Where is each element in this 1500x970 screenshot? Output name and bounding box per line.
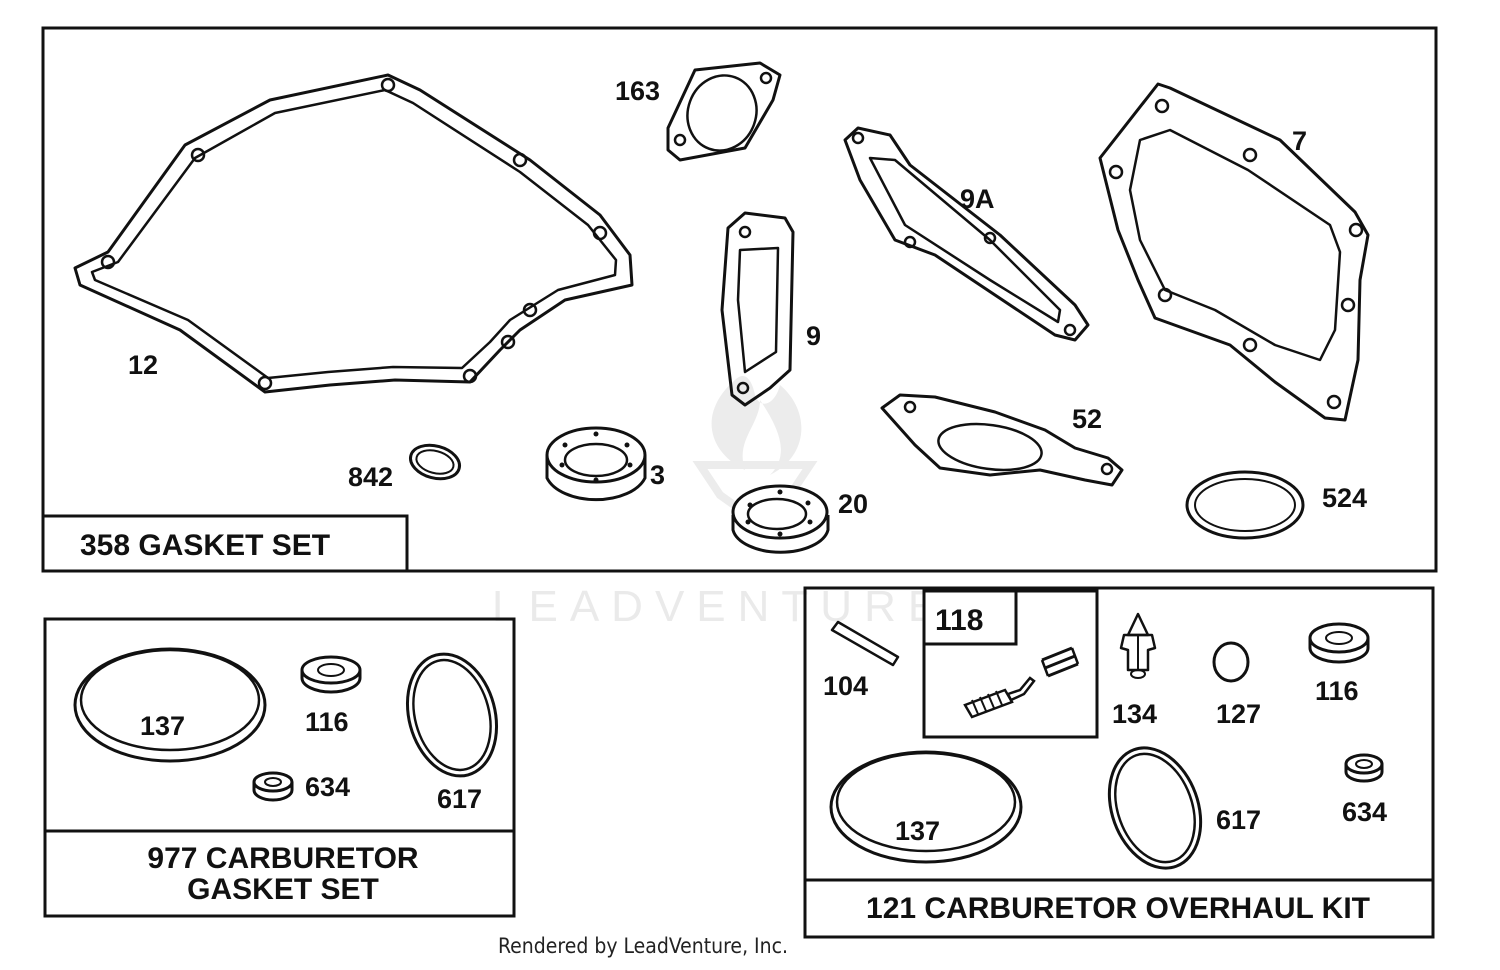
part-118-mixture-screw[interactable]	[963, 676, 1036, 719]
label-part-3: 3	[650, 460, 665, 490]
carb-gasket-set-title-line2: GASKET SET	[187, 873, 379, 906]
footer-credit: Rendered by LeadVenture, Inc.	[498, 934, 788, 958]
label-part-104: 104	[823, 671, 868, 701]
label-part-524: 524	[1322, 483, 1367, 513]
gasket-set-title: 358 GASKET SET	[80, 529, 330, 562]
part-104-pin[interactable]	[830, 620, 900, 667]
label-part-634-a: 634	[305, 772, 350, 802]
part-9a-gasket[interactable]	[843, 126, 1090, 342]
part-842-ring[interactable]	[407, 440, 464, 484]
label-part-617-a: 617	[437, 784, 482, 814]
part-134-float-needle[interactable]	[1119, 612, 1157, 679]
part-118-spring[interactable]	[1040, 646, 1080, 678]
carb-gasket-set-panel: 977 CARBURETOR GASKET SET 137 116 634 61…	[43, 617, 516, 918]
part-20-oil-seal[interactable]	[731, 484, 830, 554]
part-617-gasket[interactable]	[394, 644, 509, 786]
carb-gasket-set-title-line1: 977 CARBURETOR	[147, 842, 419, 875]
label-part-7: 7	[1292, 126, 1307, 156]
label-part-20: 20	[838, 489, 868, 519]
carb-overhaul-kit-panel: 121 CARBURETOR OVERHAUL KIT 118 104	[803, 586, 1435, 939]
part-617-gasket-kit[interactable]	[1093, 735, 1216, 881]
part-127-welch-plug[interactable]	[1212, 641, 1250, 683]
part-634-washer-kit[interactable]	[1344, 753, 1384, 783]
label-part-9: 9	[806, 321, 821, 351]
part-7-head-gasket[interactable]	[1098, 82, 1370, 422]
watermark-text: LEADVENTURE	[492, 582, 949, 631]
label-part-12: 12	[128, 350, 158, 380]
label-part-163: 163	[615, 76, 660, 106]
leadventure-watermark: LEADVENTURE	[492, 375, 949, 631]
gasket-set-panel: 358 GASKET SET 12 163	[41, 26, 1438, 573]
part-137-gasket[interactable]	[73, 647, 267, 763]
part-9-gasket[interactable]	[720, 211, 795, 407]
part-137-gasket-kit[interactable]	[829, 750, 1023, 864]
part-163-gasket[interactable]	[666, 61, 782, 162]
label-part-634-b: 634	[1342, 797, 1387, 827]
label-part-9a: 9A	[960, 184, 995, 214]
label-part-52: 52	[1072, 404, 1102, 434]
part-524-ring[interactable]	[1185, 470, 1305, 540]
part-634-washer[interactable]	[252, 771, 294, 802]
part-116-washer-kit[interactable]	[1308, 622, 1370, 664]
subkit-118-label: 118	[935, 604, 983, 637]
part-3-oil-seal[interactable]	[545, 426, 647, 502]
label-part-137-b: 137	[895, 816, 940, 846]
label-part-127: 127	[1216, 699, 1261, 729]
label-part-134: 134	[1112, 699, 1157, 729]
part-52-gasket[interactable]	[880, 393, 1124, 487]
part-116-washer[interactable]	[300, 655, 362, 694]
carb-overhaul-kit-title: 121 CARBURETOR OVERHAUL KIT	[866, 892, 1370, 925]
label-part-137-a: 137	[140, 711, 185, 741]
label-part-842: 842	[348, 462, 393, 492]
part-12-crankcase-gasket[interactable]	[73, 73, 634, 394]
label-part-116-b: 116	[1315, 676, 1359, 706]
label-part-116-a: 116	[305, 707, 349, 737]
label-part-617-b: 617	[1216, 805, 1261, 835]
